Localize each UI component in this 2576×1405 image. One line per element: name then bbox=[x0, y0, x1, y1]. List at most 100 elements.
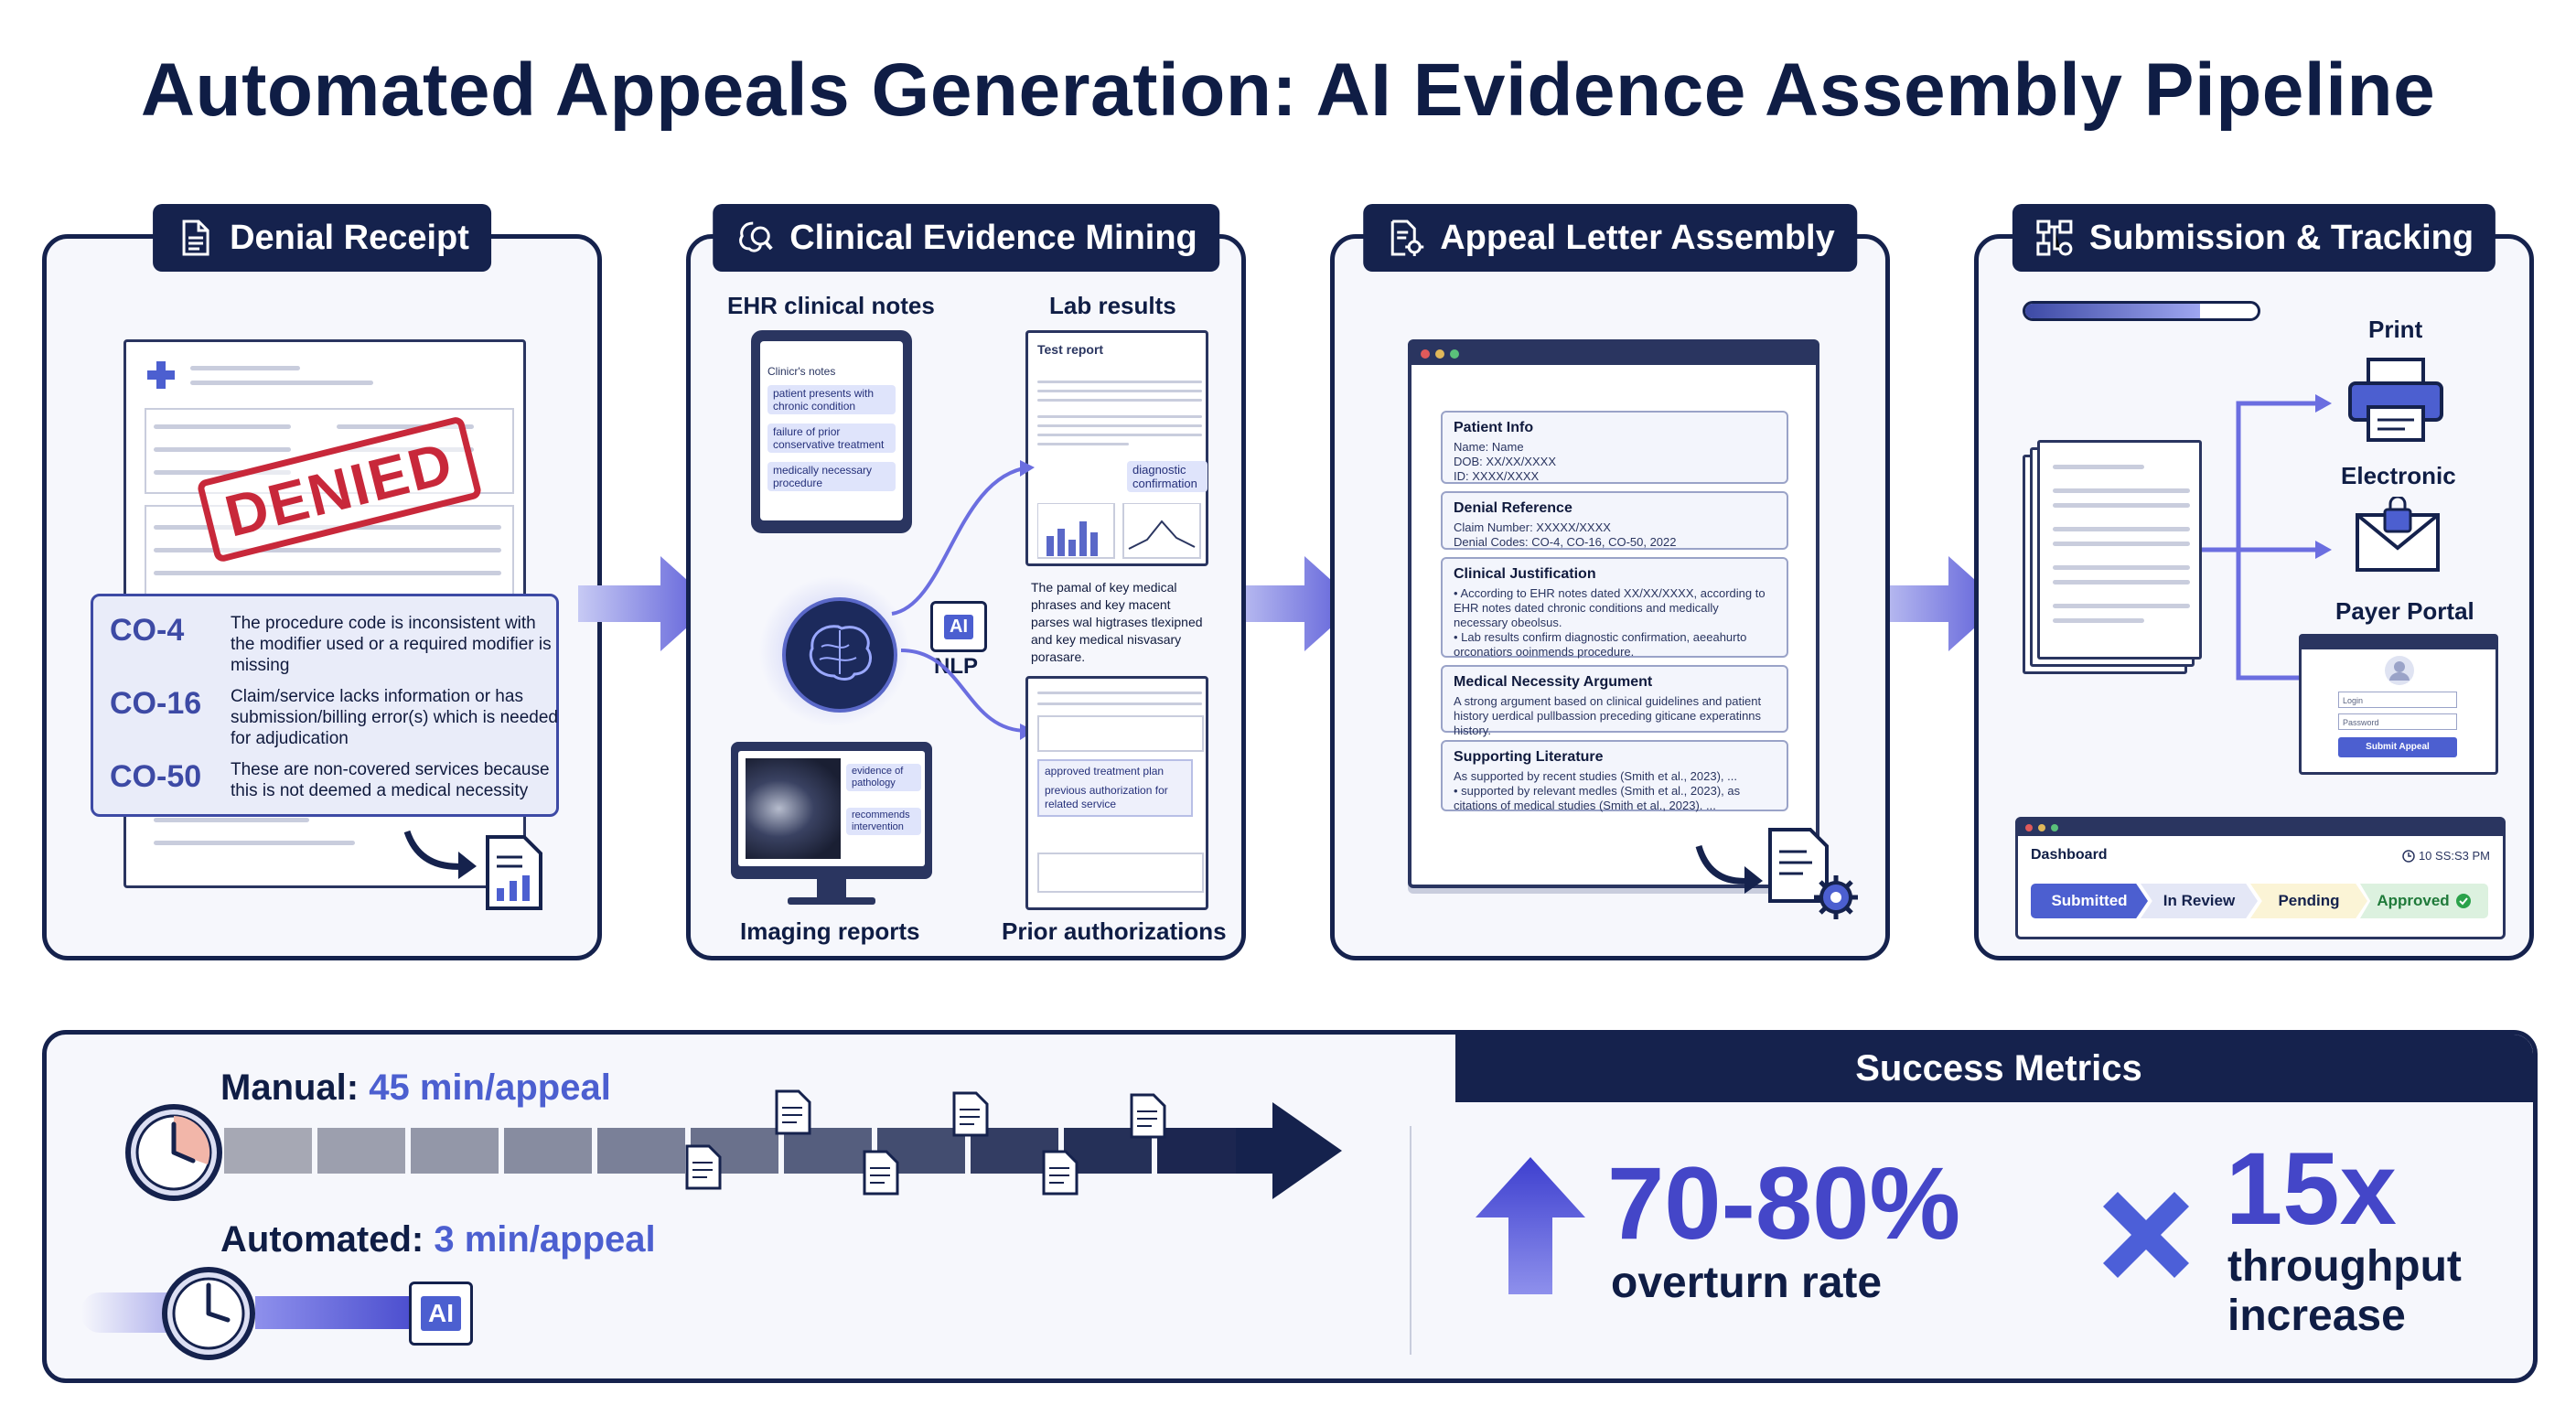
denial-code-row: CO-4 The procedure code is inconsistent … bbox=[110, 613, 560, 676]
manual-value: 45 min/appeal bbox=[369, 1067, 611, 1108]
ai-chip: AI bbox=[930, 601, 987, 652]
secure-email-icon bbox=[2356, 497, 2440, 572]
imaging-highlight: recommends intervention bbox=[846, 808, 921, 835]
submit-appeal-button[interactable]: Submit Appeal bbox=[2338, 737, 2457, 757]
paper-icon bbox=[775, 1089, 811, 1135]
network-icon bbox=[2036, 220, 2073, 256]
ai-chip: AI bbox=[409, 1282, 473, 1346]
document-gear-icon bbox=[1768, 828, 1858, 919]
medical-cross-icon bbox=[147, 361, 175, 389]
status-in-review[interactable]: In Review bbox=[2141, 884, 2258, 918]
window-close-icon bbox=[2025, 824, 2033, 831]
nlp-extraction-text: The pamal of key medical phrases and key… bbox=[1031, 580, 1203, 664]
denial-code-desc: The procedure code is inconsistent with … bbox=[231, 614, 552, 675]
page-title: Automated Appeals Generation: AI Evidenc… bbox=[140, 48, 2436, 132]
ehr-tablet: Clinicr's notes patient presents with ch… bbox=[751, 330, 912, 533]
channel-label: Print bbox=[2368, 316, 2423, 343]
ai-brain-circle bbox=[782, 597, 897, 713]
progress-fill bbox=[2025, 304, 2200, 318]
payer-portal-window: Login Password Submit Appeal bbox=[2299, 634, 2498, 775]
letter-assembly-panel: Appeal Letter Assembly Patient Info Name… bbox=[1330, 204, 1890, 960]
paper-icon bbox=[685, 1144, 722, 1190]
portal-password-input[interactable]: Password bbox=[2338, 713, 2457, 730]
dashboard-title: Dashboard bbox=[2031, 847, 2108, 863]
letter-section-body: Claim Number: XXXXX/XXXX Denial Codes: C… bbox=[1454, 520, 1677, 549]
ai-chip-text: AI bbox=[421, 1296, 461, 1331]
channel-label: Electronic bbox=[2341, 462, 2456, 489]
clock-icon bbox=[125, 1104, 222, 1201]
denial-code-desc: These are non-covered services because t… bbox=[231, 760, 550, 800]
window-close-icon bbox=[1421, 349, 1430, 359]
imaging-label: Imaging reports bbox=[740, 917, 920, 945]
timeline-arrowhead-icon bbox=[1236, 1102, 1342, 1199]
flow-arrow-icon bbox=[578, 556, 714, 651]
brain-icon bbox=[809, 625, 872, 681]
paper-icon bbox=[1042, 1150, 1079, 1196]
dashboard-time: 10 SS:S3 PM bbox=[2402, 849, 2490, 863]
submission-panel: Submission & Tracking Print Electronic P… bbox=[1974, 204, 2534, 960]
manual-timeline-segment bbox=[411, 1128, 499, 1174]
check-icon bbox=[2455, 894, 2471, 908]
status-pending[interactable]: Pending bbox=[2250, 884, 2367, 918]
letter-assembly-header: Appeal Letter Assembly bbox=[1363, 204, 1857, 272]
status-approved[interactable]: Approved bbox=[2360, 884, 2488, 918]
curved-arrow-icon bbox=[403, 830, 477, 879]
evidence-mining-header: Clinical Evidence Mining bbox=[713, 204, 1219, 272]
letter-section: Clinical Justification • According to EH… bbox=[1441, 557, 1788, 659]
channel-label: Payer Portal bbox=[2335, 597, 2474, 625]
prior-highlight: approved treatment plan bbox=[1045, 765, 1165, 778]
overturn-label: overturn rate bbox=[1611, 1259, 1883, 1307]
manual-timeline-segment bbox=[504, 1128, 592, 1174]
letter-section-body: • According to EHR notes dated XX/XX/XXX… bbox=[1454, 586, 1766, 659]
denial-receipt-title: Denial Receipt bbox=[230, 218, 469, 257]
prior-authorization-doc: approved treatment plan previous authori… bbox=[1025, 676, 1208, 910]
section-divider bbox=[1410, 1126, 1411, 1355]
letter-section-body: As supported by recent studies (Smith et… bbox=[1454, 769, 1741, 812]
letter-assembly-title: Appeal Letter Assembly bbox=[1440, 218, 1835, 257]
automated-time-label: Automated: 3 min/appeal bbox=[220, 1219, 656, 1260]
manual-timeline-segment bbox=[224, 1128, 312, 1174]
evidence-mining-panel: Clinical Evidence Mining EHR clinical no… bbox=[686, 204, 1246, 960]
throughput-label-2: increase bbox=[2227, 1292, 2406, 1340]
comparison-section: Manual: 45 min/appeal Automated: 3 min/a… bbox=[42, 1030, 2538, 1383]
letter-section: Denial Reference Claim Number: XXXXX/XXX… bbox=[1441, 491, 1788, 550]
window-minimize-icon bbox=[2038, 824, 2045, 831]
lab-card-title: Test report bbox=[1037, 342, 1104, 357]
denial-codes-card: CO-4 The procedure code is inconsistent … bbox=[91, 594, 559, 817]
report-chart-icon bbox=[486, 835, 542, 910]
automated-speed-bar bbox=[255, 1296, 411, 1329]
curved-arrow-icon bbox=[1695, 844, 1763, 894]
denial-receipt-panel: Denial Receipt DENIED CO-4 The procedure… bbox=[42, 204, 602, 960]
flow-arrow-icon bbox=[1866, 556, 2002, 651]
manual-timeline-segment bbox=[784, 1128, 872, 1174]
manual-label: Manual: bbox=[220, 1067, 360, 1108]
status-submitted[interactable]: Submitted bbox=[2031, 884, 2148, 918]
document-gear-icon bbox=[1390, 220, 1424, 256]
manual-timeline-segment bbox=[317, 1128, 405, 1174]
avatar bbox=[2385, 656, 2414, 685]
fast-clock-icon bbox=[162, 1267, 255, 1360]
up-arrow-icon bbox=[1476, 1157, 1585, 1294]
letter-section-title: Clinical Justification bbox=[1454, 566, 1596, 582]
window-minimize-icon bbox=[1435, 349, 1444, 359]
throughput-value: 15x bbox=[2226, 1132, 2397, 1246]
letter-section-body: Name: Name DOB: XX/XX/XXXX ID: XXXX/XXXX bbox=[1454, 440, 1556, 483]
denial-code: CO-4 bbox=[110, 613, 185, 648]
window-maximize-icon bbox=[2051, 824, 2058, 831]
manual-time-label: Manual: 45 min/appeal bbox=[220, 1067, 611, 1109]
connector-lines bbox=[891, 460, 1035, 740]
imaging-highlight: evidence of pathology bbox=[846, 764, 921, 791]
status-approved-label: Approved bbox=[2377, 892, 2450, 909]
letter-section: Supporting Literature As supported by re… bbox=[1441, 740, 1788, 812]
denial-code-row: CO-50 These are non-covered services bec… bbox=[110, 759, 560, 801]
portal-login-input[interactable]: Login bbox=[2338, 692, 2457, 708]
printer-icon bbox=[2348, 358, 2443, 442]
evidence-mining-title: Clinical Evidence Mining bbox=[789, 218, 1197, 257]
manual-timeline-segment bbox=[597, 1128, 685, 1174]
dashboard-time-text: 10 SS:S3 PM bbox=[2418, 849, 2490, 863]
denial-code: CO-50 bbox=[110, 759, 202, 794]
prior-label: Prior authorizations bbox=[1002, 917, 1227, 945]
letter-section-title: Patient Info bbox=[1454, 420, 1534, 435]
denial-receipt-header: Denial Receipt bbox=[153, 204, 491, 272]
paper-icon bbox=[952, 1091, 989, 1137]
